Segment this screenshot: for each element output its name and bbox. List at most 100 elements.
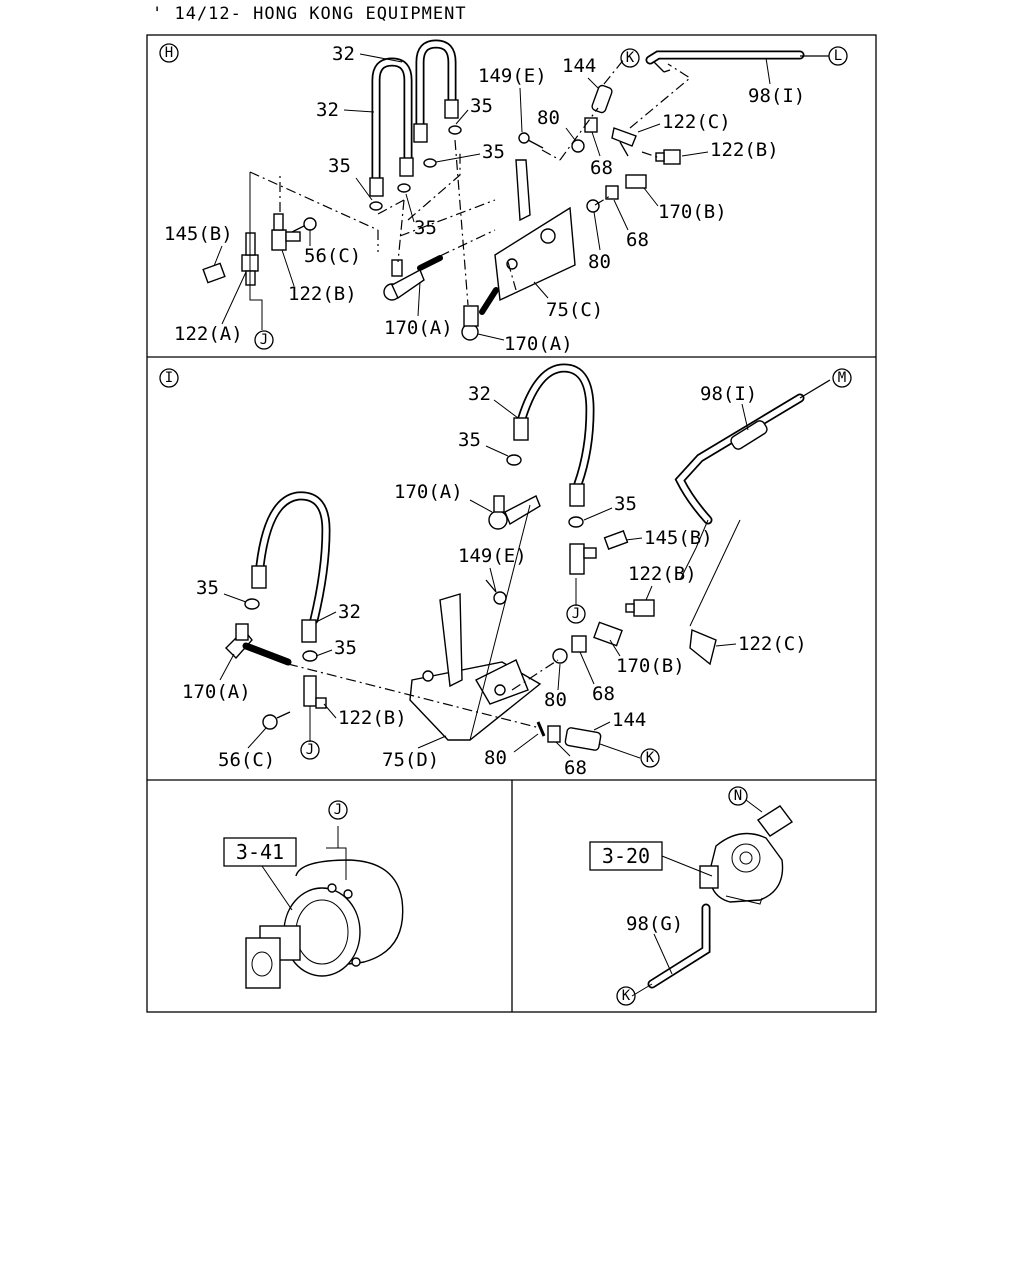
- ref-box-3-41: 3-41: [223, 837, 297, 867]
- fitting-144: [591, 84, 613, 114]
- connector-m-i: M: [832, 368, 852, 388]
- clip-80-lower: [586, 199, 600, 213]
- label-170b: 170(B): [658, 201, 727, 223]
- connector-j-i-lower: J: [300, 740, 320, 760]
- label-122b: 122(B): [338, 707, 407, 729]
- hose-32: [369, 39, 459, 197]
- pipe-98i-i: [674, 379, 831, 525]
- label-98g: 98(G): [626, 913, 683, 935]
- clip-80-i-lower: [536, 721, 546, 737]
- svg-text:H: H: [165, 45, 173, 61]
- label-80: 80: [588, 251, 611, 273]
- label-98i: 98(I): [700, 383, 757, 405]
- connector-j-h: J: [254, 330, 274, 350]
- label-170a: 170(A): [384, 317, 453, 339]
- hose-32-top: [513, 363, 595, 507]
- label-145b: 145(B): [644, 527, 713, 549]
- label-170a: 170(A): [504, 333, 573, 355]
- tee-122b-lower: [303, 675, 327, 709]
- bracket-75d: [409, 593, 542, 741]
- bracket-75c: [494, 159, 576, 302]
- valve-assembly: [661, 805, 794, 905]
- label-68: 68: [564, 757, 587, 779]
- connector-k-i: K: [640, 748, 660, 768]
- fitting-170b: [625, 174, 647, 189]
- connector-j-i-upper: J: [566, 604, 586, 624]
- svg-text:3-20: 3-20: [602, 844, 650, 868]
- label-35: 35: [328, 155, 351, 177]
- banjo-170a-upper: [488, 495, 541, 530]
- label-35: 35: [470, 95, 493, 117]
- nut-68-lower: [605, 185, 619, 200]
- label-122c: 122(C): [662, 111, 731, 133]
- label-35: 35: [334, 637, 357, 659]
- label-35: 35: [458, 429, 481, 451]
- label-68: 68: [590, 157, 613, 179]
- panel-bottom-left: 3-41 J: [223, 800, 404, 989]
- label-75c: 75(C): [546, 299, 603, 321]
- label-80: 80: [537, 107, 560, 129]
- svg-text:K: K: [626, 50, 635, 66]
- label-80: 80: [544, 689, 567, 711]
- connector-122c-i: [689, 628, 717, 666]
- banjo-170a-right: [461, 287, 499, 341]
- label-170b: 170(B): [616, 655, 685, 677]
- diagram-frame: [146, 34, 877, 1013]
- connector-k-h: K: [620, 48, 640, 68]
- label-80: 80: [484, 747, 507, 769]
- connector-l-h: L: [800, 46, 848, 66]
- connector-122b-i: [625, 599, 655, 617]
- label-75d: 75(D): [382, 749, 439, 771]
- panel-h: H: [159, 39, 848, 355]
- panel-i-marker: I: [159, 368, 179, 388]
- label-35: 35: [196, 577, 219, 599]
- label-32: 32: [332, 43, 355, 65]
- connector-k-bottom: K: [616, 986, 636, 1006]
- label-35: 35: [482, 141, 505, 163]
- label-122b: 122(B): [710, 139, 779, 161]
- pipe-98i-h: [645, 50, 805, 73]
- label-56c: 56(C): [304, 245, 361, 267]
- label-98i: 98(I): [748, 85, 805, 107]
- label-122c: 122(C): [738, 633, 807, 655]
- connector-j-bottom: J: [328, 800, 348, 820]
- label-149e: 149(E): [458, 545, 527, 567]
- panel-i: I: [159, 363, 852, 779]
- svg-text:N: N: [734, 788, 742, 804]
- label-32: 32: [316, 99, 339, 121]
- tee-122b-left: [271, 213, 301, 251]
- ref-box-3-20: 3-20: [589, 841, 663, 871]
- tee-145b: [569, 530, 629, 575]
- leader-lines-i: [287, 504, 741, 759]
- chamber-assembly: [245, 826, 404, 989]
- bolt-149e: [518, 132, 544, 149]
- panel-h-marker: H: [159, 43, 179, 63]
- svg-text:J: J: [306, 742, 314, 758]
- svg-text:J: J: [572, 606, 580, 622]
- clip-80-upper: [571, 139, 585, 153]
- labels-h: 32 32 35 35 35 35 149(E) 144 98(I) 80 12…: [164, 43, 805, 355]
- label-56c: 56(C): [218, 749, 275, 771]
- nut-68-i-lower: [547, 725, 561, 743]
- label-122a: 122(A): [174, 323, 243, 345]
- label-144: 144: [612, 709, 646, 731]
- svg-text:L: L: [834, 48, 842, 64]
- svg-text:J: J: [260, 332, 268, 348]
- svg-text:I: I: [165, 370, 173, 386]
- plug-145b: [202, 262, 226, 284]
- label-145b: 145(B): [164, 223, 233, 245]
- page-title: ' 14/12- HONG KONG EQUIPMENT: [152, 4, 467, 24]
- fitting-170b-i: [593, 621, 623, 647]
- connector-122c: [611, 127, 637, 157]
- label-32: 32: [468, 383, 491, 405]
- svg-text:J: J: [334, 802, 342, 818]
- svg-text:K: K: [622, 988, 631, 1004]
- label-170a: 170(A): [182, 681, 251, 703]
- clip-80-i-upper: [552, 648, 568, 664]
- connector-122b: [655, 149, 681, 165]
- svg-text:K: K: [646, 750, 655, 766]
- label-68: 68: [626, 229, 649, 251]
- svg-text:M: M: [838, 370, 846, 386]
- banjo-170a-lower: [225, 623, 292, 666]
